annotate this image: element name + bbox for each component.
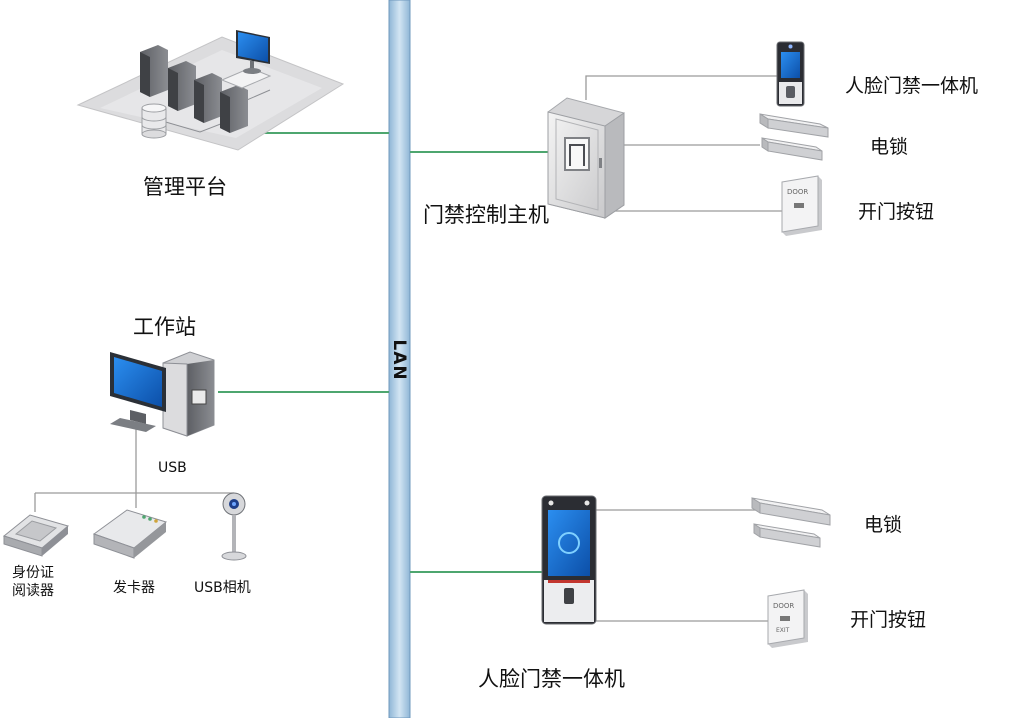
lan-label: LAN bbox=[389, 339, 409, 381]
usb-camera-icon bbox=[221, 492, 247, 561]
usb-camera-label: USB相机 bbox=[194, 580, 251, 596]
exit-button-top-text: DOOR bbox=[787, 188, 808, 196]
id-reader-icon bbox=[2, 514, 70, 557]
id-reader-label-line2: 阅读器 bbox=[12, 583, 54, 599]
device-links bbox=[34, 75, 782, 622]
usb-label: USB bbox=[158, 460, 187, 476]
lock-bottom-label: 电锁 bbox=[864, 514, 903, 536]
management-platform-icon bbox=[76, 30, 345, 151]
id-reader-label-line1: 身份证 bbox=[12, 565, 54, 581]
face-terminal-top-label: 人脸门禁一体机 bbox=[845, 75, 979, 97]
management-platform-label: 管理平台 bbox=[143, 175, 227, 199]
face-terminal-bottom-icon bbox=[541, 495, 597, 625]
access-controller-icon bbox=[547, 97, 625, 219]
lock-bottom-icon bbox=[751, 497, 831, 548]
link-controller-face bbox=[585, 75, 777, 100]
face-terminal-top-icon bbox=[776, 41, 805, 107]
exit-button-bottom-text2: EXIT bbox=[776, 627, 790, 634]
card-issuer-label: 发卡器 bbox=[113, 580, 155, 596]
lock-top-label: 电锁 bbox=[870, 136, 909, 158]
access-controller-label: 门禁控制主机 bbox=[423, 203, 549, 227]
face-terminal-bottom-label: 人脸门禁一体机 bbox=[478, 667, 625, 691]
lock-top-icon bbox=[759, 113, 829, 161]
workstation-label: 工作站 bbox=[133, 315, 196, 339]
exit-button-bottom-label: 开门按钮 bbox=[850, 609, 927, 631]
card-issuer-icon bbox=[92, 509, 168, 559]
exit-button-bottom-text: DOOR bbox=[773, 602, 794, 610]
exit-button-bottom-icon: DOOR EXIT bbox=[767, 589, 808, 648]
exit-button-top-label: 开门按钮 bbox=[858, 201, 935, 223]
lan-links bbox=[218, 132, 548, 573]
workstation-icon bbox=[110, 351, 215, 437]
exit-button-top-icon: DOOR bbox=[781, 175, 822, 236]
